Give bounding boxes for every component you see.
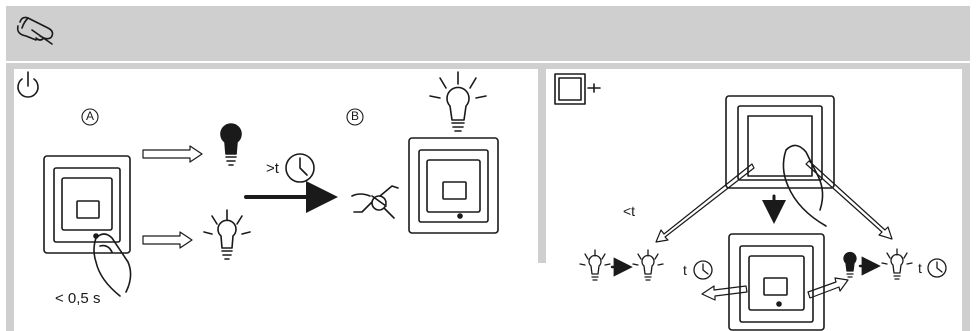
hand-press-top-icon (782, 144, 827, 227)
left-switch-icon (43, 155, 131, 254)
top-right-switch-icon (725, 95, 835, 189)
bulb-on-icon (203, 209, 251, 260)
power-icon (17, 71, 39, 98)
clock-icon (285, 153, 315, 183)
bulb-on-seq-1-icon (579, 249, 611, 281)
open-arrow-left-diagonal (655, 163, 755, 243)
header-band (6, 6, 970, 61)
bulb-off-icon (220, 123, 242, 166)
open-arrow-bottom-right (807, 277, 849, 299)
step-a-label: A (86, 109, 95, 123)
hand-gesture-icon (16, 16, 54, 45)
step-b-label: B (351, 109, 360, 123)
bulb-off-seq-icon (843, 251, 857, 278)
timer-left-label: t (683, 262, 687, 278)
step-b-circle (346, 108, 364, 126)
bottom-switch-icon (728, 233, 825, 331)
bulb-on-seq-2-icon (632, 249, 664, 281)
right-panel-side-strip (962, 63, 970, 331)
panel-divider (538, 63, 546, 263)
step-a-circle (81, 108, 99, 126)
press-time-label: < 0,5 s (55, 290, 101, 307)
clock-icon-left (693, 260, 713, 280)
timer-right-label: t (918, 260, 922, 276)
left-panel-side-strip (6, 63, 14, 331)
bulb-on-large-icon (429, 71, 487, 132)
bulb-on-seq-3-icon (881, 248, 913, 280)
short-time-label: <t (623, 203, 636, 219)
left-panel-top-strip (6, 63, 538, 69)
hand-press-icon (93, 233, 132, 297)
right-panel-top-strip (546, 63, 970, 69)
open-arrow-top (142, 145, 203, 163)
open-arrow-right-diagonal (805, 160, 893, 240)
clock-icon-right (927, 258, 947, 278)
center-switch-icon (408, 137, 499, 234)
switch-frame-icon (554, 73, 601, 105)
open-arrow-bottom-left (701, 285, 748, 301)
wait-time-label: >t (266, 160, 279, 177)
person-running-icon (351, 185, 399, 219)
open-arrow-bottom (142, 231, 193, 249)
